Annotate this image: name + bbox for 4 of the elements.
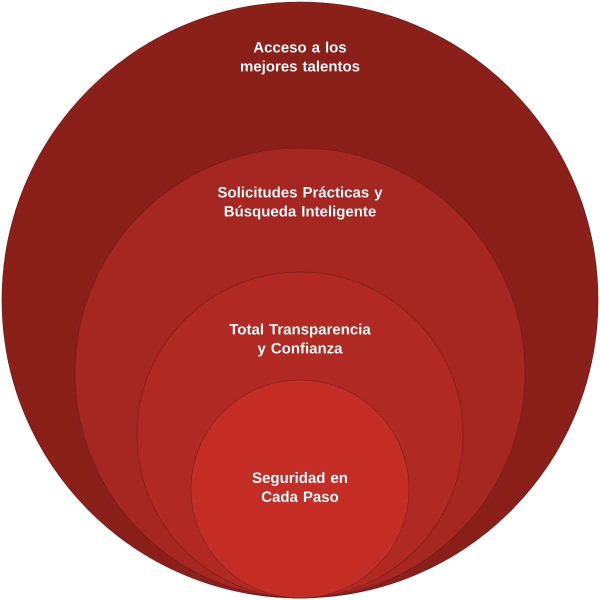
region-label: Seguridad en Cada Paso	[252, 472, 347, 502]
region-label: Solicitudes Prácticas y Búsqueda Inteligente	[218, 186, 382, 220]
region-label: Acceso a los mejores talentos	[240, 42, 360, 74]
region-label: Total Transparencia y Confianza	[229, 324, 371, 356]
